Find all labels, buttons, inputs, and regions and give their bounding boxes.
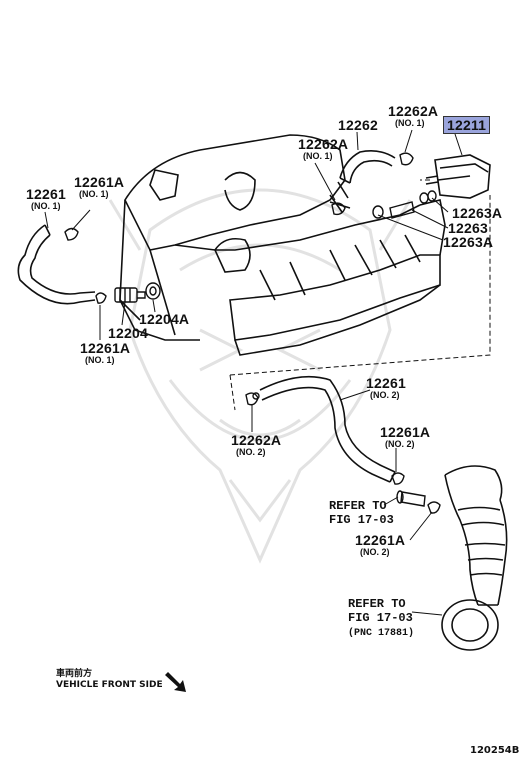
part-sub-12262a-left: (NO. 1) [303, 151, 333, 161]
part-label-12261-left[interactable]: 12261 [26, 186, 66, 202]
part-sub-12262a-top: (NO. 1) [395, 118, 425, 128]
watermark-logo [108, 188, 412, 564]
refer-label-2-line3[interactable]: (PNC 17881) [348, 628, 415, 639]
part-label-12211[interactable]: 12211 [443, 116, 491, 134]
part-label-12263a-2[interactable]: 12263A [443, 234, 494, 250]
hose-12262 [329, 150, 396, 213]
grommet-12204a [145, 282, 161, 300]
part-sub-12261a-left: (NO. 1) [79, 189, 109, 199]
part-label-12262[interactable]: 12262 [338, 117, 378, 133]
part-label-12263a-1[interactable]: 12263A [452, 205, 503, 221]
refer-label-1-line2[interactable]: FIG 17-03 [329, 513, 394, 527]
part-label-12261a-bottom[interactable]: 12261A [80, 340, 131, 356]
dashed-guides [229, 179, 491, 411]
refer-label-2-line1[interactable]: REFER TO [348, 597, 406, 611]
part-label-12262a-left[interactable]: 12262A [298, 136, 349, 152]
part-sub-12261a-no2-b: (NO. 2) [360, 547, 390, 557]
part-label-12262a-top[interactable]: 12262A [388, 103, 439, 119]
part-label-12261a-no2-a[interactable]: 12261A [380, 424, 431, 440]
part-sub-12262a-no2: (NO. 2) [236, 447, 266, 457]
front-arrow [165, 672, 186, 692]
refer-label-2-line2[interactable]: FIG 17-03 [348, 611, 413, 625]
leader-lines [44, 129, 463, 616]
part-label-12261a-no2-b[interactable]: 12261A [355, 532, 406, 548]
part-sub-12261-no2: (NO. 2) [370, 390, 400, 400]
part-sub-12261a-no2-a: (NO. 2) [385, 439, 415, 449]
clip-12262a-top [399, 152, 414, 166]
part-sub-12261-left: (NO. 1) [31, 201, 61, 211]
part-sub-12261a-bottom: (NO. 1) [85, 355, 115, 365]
part-label-12261-no2[interactable]: 12261 [366, 375, 406, 391]
hose-12261-no1 [17, 224, 96, 305]
pipe-12263 [372, 190, 437, 219]
part-label-12204[interactable]: 12204 [108, 325, 148, 341]
refer-label-1-line1[interactable]: REFER TO [329, 499, 387, 513]
part-label-12261a-left[interactable]: 12261A [74, 174, 125, 190]
connector-pipe [396, 490, 426, 507]
air-intake-duct [441, 465, 508, 651]
clip-12261a-left [64, 227, 79, 241]
oil-separator-12211 [425, 154, 491, 199]
clip-12262a-no2 [245, 392, 260, 406]
clip-12262a-left [331, 202, 346, 216]
part-label-12262a-no2[interactable]: 12262A [231, 432, 282, 448]
illustration-id: 120254B [470, 745, 520, 756]
pcv-valve-12204 [114, 287, 146, 303]
part-label-12204a[interactable]: 12204A [139, 311, 190, 327]
clip-12261a-bottom [95, 292, 107, 304]
part-label-12263[interactable]: 12263 [448, 220, 488, 236]
front-label-japanese: 車両前方 [56, 669, 93, 679]
clip-12261a-no2 [391, 472, 441, 514]
front-label-english: VEHICLE FRONT SIDE [56, 680, 163, 690]
